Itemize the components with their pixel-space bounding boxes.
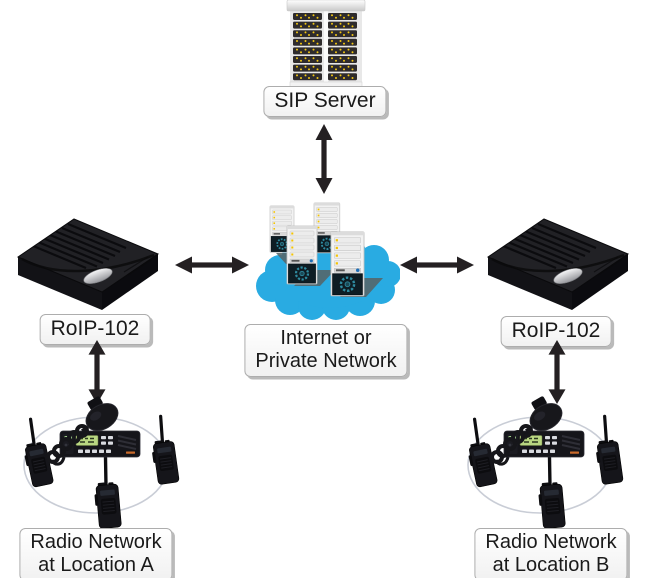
sip-server-label: SIP Server: [263, 86, 387, 118]
arrow-sip-to-cloud-icon: [315, 124, 333, 194]
internet-label: Internet or Private Network: [244, 324, 408, 378]
roip-left-label: RoIP-102: [39, 314, 151, 346]
arrow-roip-left-to-cloud-icon: [175, 256, 249, 274]
roip-device-left-icon: [14, 214, 164, 314]
sip-server-icon: [281, 0, 371, 88]
radio-network-b-label: Radio Network at Location B: [474, 528, 628, 578]
radio-network-a-icon: [0, 395, 206, 533]
roip-device-right-icon: [484, 214, 634, 314]
radio-network-b-icon: [440, 395, 650, 533]
internet-cloud-icon: [250, 198, 400, 320]
arrow-cloud-to-roip-right-icon: [400, 256, 474, 274]
radio-network-a-label: Radio Network at Location A: [19, 528, 173, 578]
